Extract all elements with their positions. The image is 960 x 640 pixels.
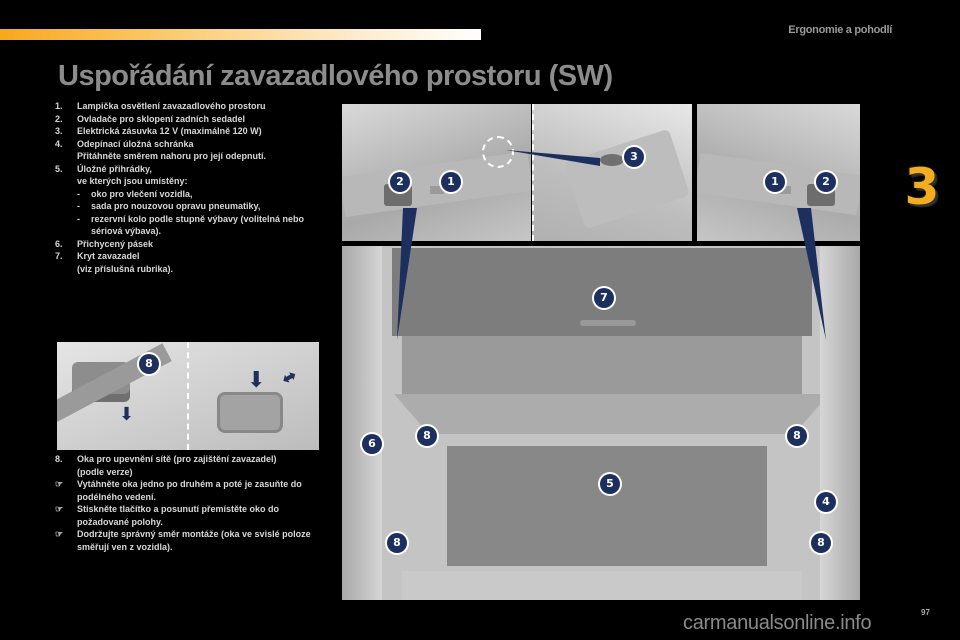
legend-item-5: 5. Úložné přihrádky,: [55, 163, 325, 176]
page-number: 97: [921, 608, 930, 617]
legend-number: 3.: [55, 126, 63, 136]
socket-shape: [600, 154, 624, 166]
callout-8: 8: [787, 426, 807, 446]
legend-number: 6.: [55, 238, 63, 249]
section-title: Ergonomie a pohodlí: [788, 24, 892, 36]
legend-item-6: 6. Přichycený pásek: [55, 238, 325, 251]
sill-shape: [402, 571, 802, 600]
legend-text: Odepínací úložná schránka: [77, 138, 194, 149]
detail-power-socket: 3: [532, 104, 692, 241]
callout-8: 8: [417, 426, 437, 446]
pointer-hand-icon: ☞: [55, 529, 64, 539]
legend-number: 7.: [55, 251, 63, 261]
callout-2: 2: [816, 172, 836, 192]
legend-number: 2.: [55, 113, 63, 124]
legend-item-1: 1. Lampička osvětlení zavazadlového prost…: [55, 100, 325, 113]
chapter-accent-bar: [0, 29, 481, 40]
lamp-shape: [430, 186, 444, 194]
component-legend: 1. Lampička osvětlení zavazadlového prost…: [55, 100, 325, 275]
legend-note: Přitáhněte směrem nahoru pro její odepnu…: [77, 151, 267, 161]
legend-item-8: 8. Oka pro upevnění sítě (pro zajištění z…: [55, 453, 325, 466]
legend-text: Lampička osvětlení zavazadlového prostor…: [77, 101, 266, 111]
legend-subitem: -sada pro nouzovou opravu pneumatiky,: [77, 201, 261, 211]
net-anchor-instructions: 8. Oka pro upevnění sítě (pro zajištění z…: [55, 453, 325, 553]
chapter-number-badge: 3: [904, 158, 940, 216]
arrow-down-icon: ⬇: [119, 404, 135, 424]
divider-dashed: [532, 104, 534, 241]
callout-6: 6: [362, 434, 382, 454]
callout-8: 8: [387, 533, 407, 553]
detail-right-controls: 1 2: [697, 104, 860, 241]
legend-number: 1.: [55, 101, 63, 111]
divider-dashed: [187, 342, 189, 450]
page-title: Uspořádání zavazadlového prostoru (SW): [58, 60, 613, 92]
floor-panel-shape: [394, 394, 829, 434]
callout-5: 5: [600, 474, 620, 494]
legend-number: 8.: [55, 454, 63, 464]
legend-text: Přichycený pásek: [77, 238, 154, 249]
storage-compartment: [447, 446, 767, 566]
zoom-circle: [482, 136, 514, 168]
legend-item-3: 3. Elektrická zásuvka 12 V (maximálně 120…: [55, 125, 325, 138]
legend-text: Kryt zavazadel: [77, 251, 140, 261]
lamp-shape: [777, 186, 791, 194]
arrow-down-icon: ⬇: [247, 367, 266, 392]
callout-2: 2: [390, 172, 410, 192]
callout-3: 3: [624, 147, 644, 167]
callout-4: 4: [816, 492, 836, 512]
detail-left-controls: 2 1: [342, 104, 531, 241]
callout-8: 8: [139, 354, 159, 374]
legend-item-2: 2. Ovladače pro sklopení zadních sedadel: [55, 113, 325, 126]
pointer-hand-icon: ☞: [55, 479, 64, 489]
legend-note: (viz příslušná rubrika).: [77, 263, 174, 274]
pointer-hand-icon: ☞: [55, 504, 64, 514]
legend-number: 5.: [55, 163, 63, 174]
callout-8: 8: [811, 533, 831, 553]
callout-1: 1: [765, 172, 785, 192]
trunk-overview-illustration: 7 5 6 4 8 8 8 8: [342, 246, 860, 600]
legend-note: ve kterých jsou umístěny:: [77, 176, 188, 186]
instruction-step: ☞Stiskněte tlačítko a posunutí přemístět…: [55, 504, 280, 527]
legend-text: Úložné přihrádky,: [77, 163, 152, 174]
legend-subitem: -oko pro vlečení vozidla,: [77, 188, 193, 199]
legend-text: Elektrická zásuvka 12 V (maximálně 120 W…: [77, 126, 262, 136]
legend-number: 4.: [55, 138, 63, 149]
legend-item-4: 4. Odepínací úložná schránka: [55, 138, 325, 151]
legend-text: Oka pro upevnění sítě (pro zajištění zav…: [77, 454, 277, 464]
cover-handle: [580, 320, 636, 326]
anchor-eye-shape: [217, 392, 283, 433]
rear-seat-back-shape: [402, 336, 802, 396]
callout-7: 7: [594, 288, 614, 308]
instruction-step: ☞Vytáhněte oka jedno po druhém a poté je…: [55, 479, 302, 502]
legend-item-7: 7. Kryt zavazadel: [55, 250, 325, 263]
left-wall-shape: [342, 246, 382, 600]
legend-text: Ovladače pro sklopení zadních sedadel: [77, 113, 246, 124]
net-anchor-illustration: ⬇ ⬇ ⬌ 8: [57, 342, 319, 450]
legend-subitem: -rezervní kolo podle stupně výbavy (voli…: [77, 213, 305, 237]
watermark: carmanualsonline.info: [683, 612, 872, 634]
legend-note: (podle verze): [77, 466, 133, 477]
instruction-step: ☞Dodržujte správný směr montáže (oka ve …: [55, 529, 311, 552]
callout-1: 1: [441, 172, 461, 192]
